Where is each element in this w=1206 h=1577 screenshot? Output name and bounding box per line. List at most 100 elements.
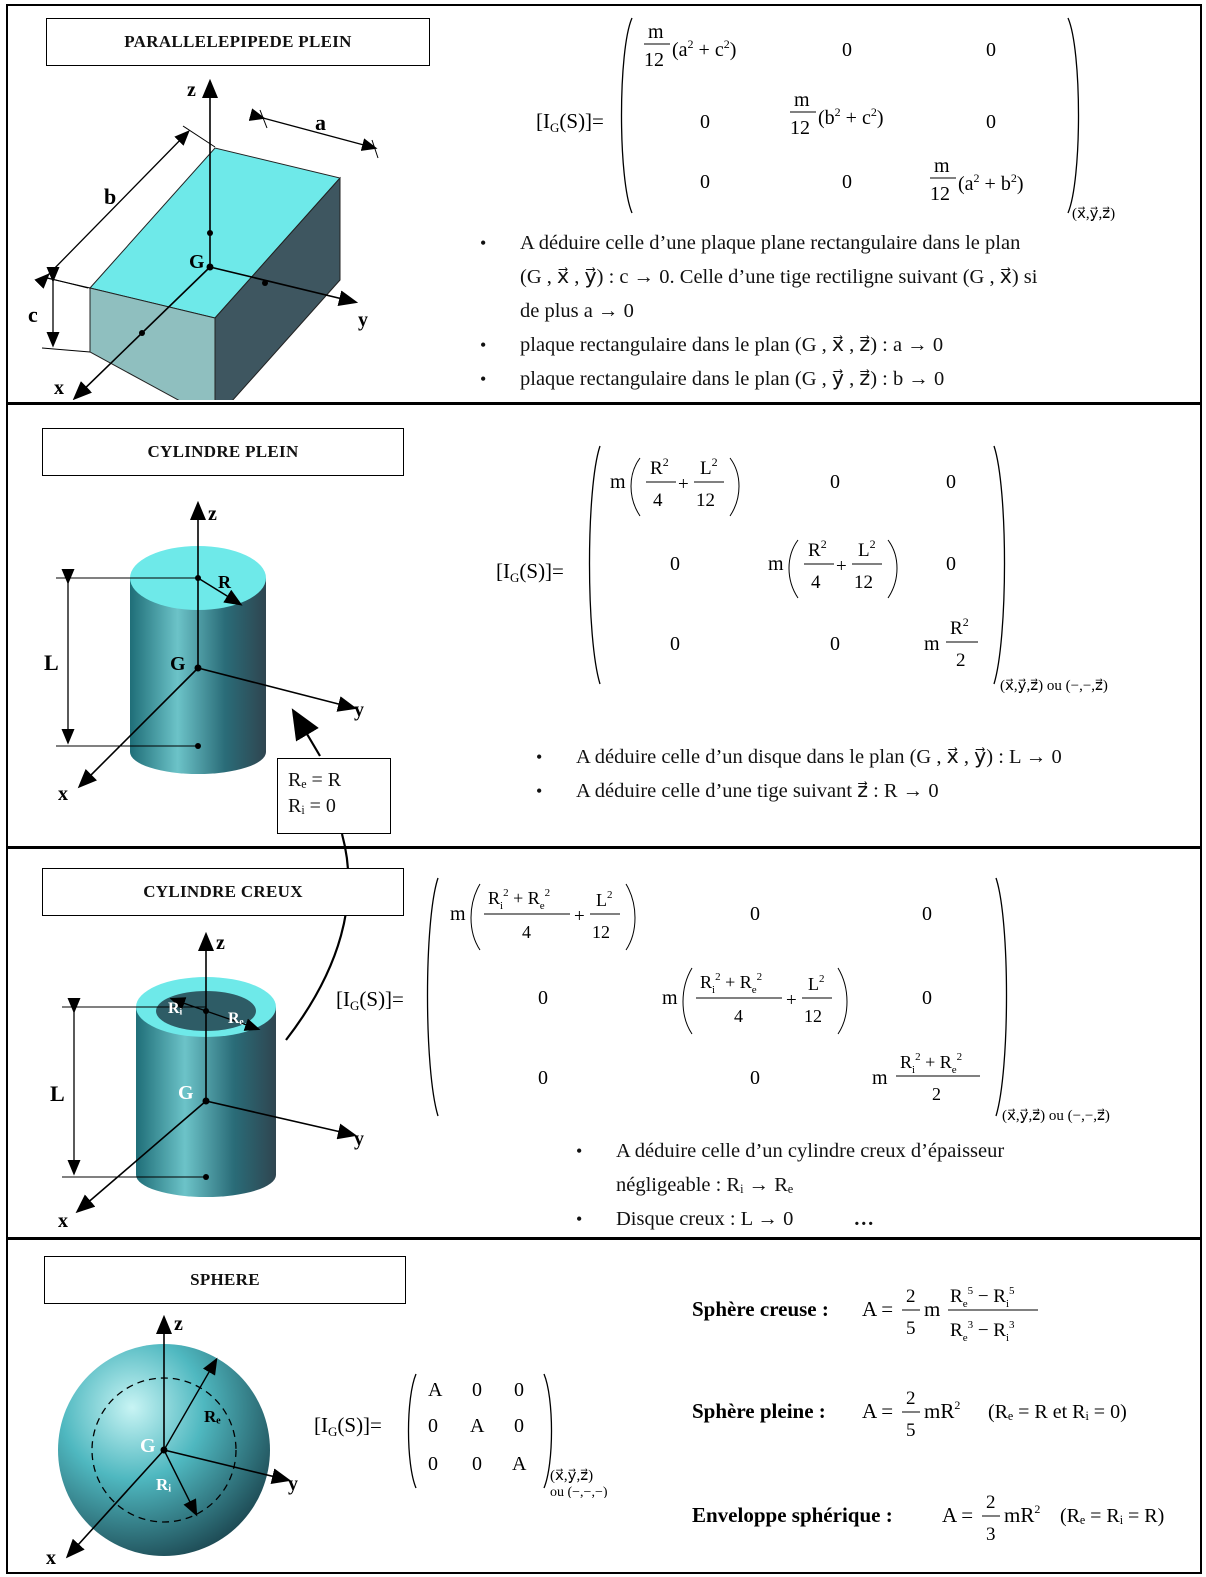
svg-text:0: 0: [842, 171, 852, 193]
svg-text:0: 0: [922, 903, 932, 925]
center-G: G: [178, 1082, 194, 1104]
svg-text:0: 0: [670, 633, 680, 655]
svg-text:m: m: [662, 987, 678, 1009]
note-item: (G , x⃗ , y⃗) : c → 0. Celle d’une tige …: [520, 266, 1038, 288]
sphere-formulas: Sphère creuse : A = 2 5 m Re5 − Ri5 Re3 …: [692, 1285, 1164, 1545]
svg-text:L2: L2: [858, 537, 876, 561]
inner-radius-label: Rᵢ: [156, 1475, 171, 1494]
relation-box: Rₑ = R Rᵢ = 0: [277, 758, 391, 834]
section-title-text: PARALLELEPIPEDE PLEIN: [124, 32, 352, 51]
svg-text:A: A: [470, 1415, 485, 1437]
svg-text:4: 4: [734, 1006, 743, 1026]
svg-text:0: 0: [514, 1415, 524, 1437]
length-label: L: [44, 650, 59, 675]
svg-text:0: 0: [472, 1453, 482, 1475]
svg-text:2: 2: [956, 650, 966, 671]
cylinder-hollow-figure: z⃗ y⃗ x⃗ Rᵢ Rₑ L G: [50, 931, 380, 1232]
svg-text:12: 12: [696, 490, 715, 511]
svg-text:(b2 + c2): (b2 + c2): [818, 105, 884, 129]
length-label: L: [50, 1081, 65, 1106]
axis-label-z: z⃗: [216, 932, 240, 954]
svg-text:[IG(S)]=: [IG(S)]=: [536, 109, 604, 135]
svg-text:A =: A =: [862, 1297, 893, 1321]
svg-text:A: A: [428, 1379, 443, 1401]
axis-label-x: x⃗: [58, 1210, 84, 1232]
outer-radius-label: Rₑ: [228, 1010, 244, 1027]
basis-label: (x⃗,y⃗,z⃗): [550, 1468, 593, 1484]
center-G: G: [170, 653, 186, 675]
ellipsis: …: [853, 1208, 874, 1230]
svg-text:m: m: [872, 1067, 888, 1089]
svg-text:A: A: [512, 1453, 527, 1475]
note-item: Disque creux : L → 0…: [572, 1202, 1192, 1236]
section-title-cylindre-plein: CYLINDRE PLEIN: [42, 428, 404, 476]
svg-text:12: 12: [644, 49, 664, 71]
basis-label: (x⃗,y⃗,z⃗): [1072, 206, 1115, 222]
svg-text:2: 2: [906, 1286, 916, 1307]
svg-text:0: 0: [538, 1067, 548, 1089]
svg-text:A =: A =: [942, 1503, 973, 1527]
svg-text:4: 4: [653, 490, 663, 511]
svg-text:+: +: [786, 990, 797, 1011]
svg-text:m: m: [648, 21, 664, 43]
svg-text:4: 4: [811, 572, 821, 593]
svg-text:m: m: [794, 89, 810, 111]
formula-label: Sphère pleine :: [692, 1399, 826, 1423]
svg-text:[IG(S)]=: [IG(S)]=: [336, 987, 404, 1013]
section-title-text: SPHERE: [190, 1270, 260, 1289]
svg-text:12: 12: [592, 922, 610, 942]
axis-label-z: z⃗: [174, 1313, 198, 1335]
svg-text:+: +: [574, 906, 585, 927]
note-item: négligeable : Rᵢ → Rₑ: [616, 1174, 794, 1196]
svg-text:R2: R2: [650, 455, 669, 479]
svg-text:[IG(S)]=: [IG(S)]=: [496, 559, 564, 585]
svg-text:L2: L2: [808, 973, 825, 994]
svg-text:0: 0: [922, 987, 932, 1009]
svg-text:0: 0: [946, 471, 956, 493]
inertia-matrix-cylinder-full: [IG(S)]= m R2 4 + L2 12 0 0 0 m R2 4 + L…: [496, 445, 1108, 694]
section-divider: [6, 1237, 1202, 1240]
axis-label-z: z⃗: [208, 503, 232, 525]
svg-text:0: 0: [750, 903, 760, 925]
svg-text:12: 12: [804, 1006, 822, 1026]
svg-text:3: 3: [986, 1524, 996, 1545]
svg-text:Re3 − Ri3: Re3 − Ri3: [950, 1319, 1015, 1344]
note-item: de plus a → 0: [520, 300, 634, 322]
svg-text:m: m: [450, 903, 466, 925]
svg-text:12: 12: [790, 117, 810, 139]
svg-text:0: 0: [986, 39, 996, 61]
svg-text:Re5 − Ri5: Re5 − Ri5: [950, 1285, 1015, 1310]
note-item: A déduire celle d’une tige suivant z⃗ : …: [532, 774, 1202, 808]
svg-text:Ri2 + Re2: Ri2 + Re2: [700, 971, 762, 996]
section-title-cylindre-creux: CYLINDRE CREUX: [42, 868, 404, 916]
svg-text:m: m: [610, 471, 626, 493]
svg-text:0: 0: [428, 1415, 438, 1437]
svg-text:Ri2 + Re2: Ri2 + Re2: [900, 1051, 962, 1076]
svg-text:2: 2: [986, 1492, 996, 1513]
axis-label-z: z⃗: [187, 79, 211, 101]
svg-text:mR2: mR2: [1004, 1502, 1040, 1527]
svg-text:m: m: [924, 1297, 940, 1321]
svg-text:0: 0: [514, 1379, 524, 1401]
note-item: A déduire celle d’une plaque plane recta…: [476, 226, 1196, 260]
inertia-matrix-cylinder-hollow: [IG(S)]= m Ri2 + Re2 4 + L2 12 0 0 0 m R…: [336, 877, 1110, 1124]
parallelepiped-notes: A déduire celle d’une plaque plane recta…: [476, 226, 1196, 396]
section-title-text: CYLINDRE PLEIN: [147, 442, 299, 461]
dimension-c: c: [28, 302, 38, 327]
dimension-b: b: [104, 184, 116, 209]
sphere-figure: z⃗ y⃗ x⃗ Rₑ Rᵢ G: [46, 1313, 314, 1569]
svg-text:12: 12: [930, 183, 950, 205]
axis-label-y: y⃗: [288, 1473, 314, 1495]
axis-label-y: y⃗: [358, 309, 384, 331]
svg-text:R2: R2: [808, 537, 827, 561]
svg-text:m: m: [934, 155, 950, 177]
svg-text:R2: R2: [950, 615, 969, 639]
svg-text:0: 0: [670, 553, 680, 575]
center-G: G: [189, 251, 205, 273]
inner-radius-label: Rᵢ: [168, 1000, 183, 1017]
svg-text:(a2 + b2): (a2 + b2): [958, 171, 1024, 195]
axis-label-x: x⃗: [54, 377, 80, 399]
section-title-parallelepipede: PARALLELEPIPEDE PLEIN: [46, 18, 430, 66]
